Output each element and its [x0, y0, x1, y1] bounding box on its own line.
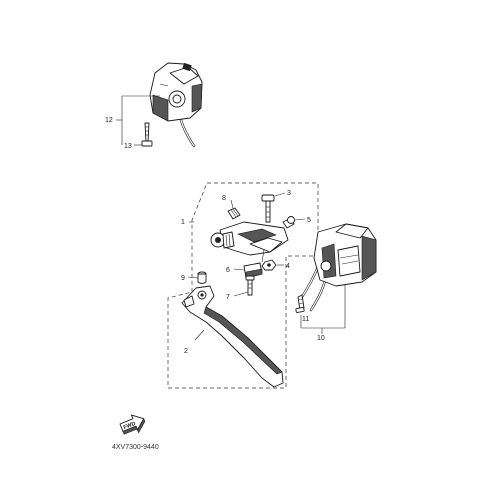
drawing-code: 4XV7300-9440	[112, 444, 159, 451]
screw-8	[227, 199, 241, 220]
callout-10: 10	[317, 335, 325, 342]
screw-11	[295, 294, 305, 313]
callout-1: 1	[181, 219, 185, 226]
right-switch-assembly	[298, 223, 377, 312]
callout-9: 9	[181, 275, 185, 282]
nut-4	[261, 259, 284, 271]
callout-bracket-12	[116, 95, 160, 146]
callout-13: 13	[124, 143, 132, 150]
assembly-boundary-dashed	[167, 182, 319, 389]
fwd-arrow-icon: FWD	[119, 414, 146, 435]
bolt-3	[261, 192, 286, 223]
brake-lever-2	[181, 285, 284, 388]
handlebar-switch-assembly	[149, 62, 203, 148]
callout-bracket-10	[300, 284, 346, 334]
callout-8: 8	[222, 195, 226, 202]
lever-holder-body	[210, 221, 289, 263]
callout-2: 2	[184, 348, 188, 355]
screw-5	[282, 216, 306, 229]
screw-7	[233, 275, 255, 297]
callout-6: 6	[226, 267, 230, 274]
callout-12: 12	[105, 117, 113, 124]
callout-3: 3	[287, 190, 291, 197]
screw-13	[141, 122, 153, 147]
callout-7: 7	[226, 294, 230, 301]
callout-4: 4	[286, 263, 290, 270]
callout-5: 5	[307, 217, 311, 224]
fwd-label: FWD	[123, 421, 137, 431]
bushing-9	[187, 271, 207, 284]
callout-11: 11	[302, 316, 309, 323]
